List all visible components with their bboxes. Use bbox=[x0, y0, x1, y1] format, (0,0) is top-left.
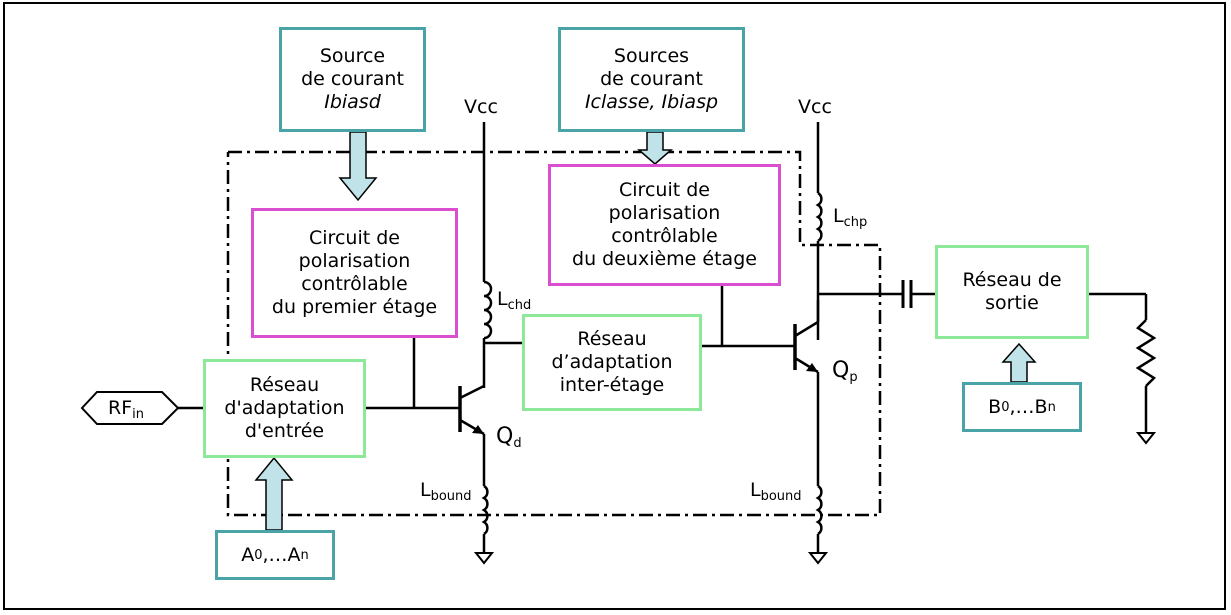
interstage-matching-network: Réseau d’adaptation inter-étage bbox=[522, 314, 702, 411]
lbound2-label: Lbound bbox=[750, 479, 802, 504]
ground-icon bbox=[473, 552, 495, 565]
arrow-ctrl-a bbox=[254, 456, 294, 531]
lbound2-inductor bbox=[815, 484, 823, 536]
current-source-box-2: Sources de courant Iclasse, Ibiasp bbox=[558, 27, 745, 132]
arrow-src2 bbox=[637, 131, 673, 165]
lbound1-inductor bbox=[481, 484, 489, 536]
ground-icon bbox=[807, 552, 829, 565]
arrow-ctrl-b bbox=[1001, 342, 1037, 383]
bias-circuit-stage1: Circuit de polarisation contrôlable du p… bbox=[251, 208, 458, 338]
lchd-label: Lchd bbox=[497, 288, 532, 313]
lchp-inductor bbox=[815, 191, 823, 243]
lchp-label: Lchp bbox=[833, 205, 868, 230]
ground-icon bbox=[1135, 432, 1157, 445]
output-network: Réseau de sortie bbox=[935, 245, 1089, 339]
lbound1-label: Lbound bbox=[420, 479, 472, 504]
bias-circuit-stage2: Circuit de polarisation contrôlable du d… bbox=[548, 164, 781, 286]
input-matching-network: Réseau d'adaptation d'entrée bbox=[203, 359, 366, 458]
rf-in-port bbox=[80, 391, 180, 425]
arrow-src1 bbox=[338, 131, 378, 202]
vcc2-label: Vcc bbox=[798, 96, 832, 118]
current-source-box-1: Source de courant Ibiasd bbox=[279, 27, 426, 132]
qp-label: Qp bbox=[832, 358, 858, 386]
lchd-inductor bbox=[483, 280, 493, 340]
qd-label: Qd bbox=[496, 424, 522, 452]
module-outline-left bbox=[226, 150, 882, 517]
rf-in-label: RFin bbox=[108, 397, 144, 422]
vcc1-label: Vcc bbox=[464, 96, 498, 118]
diagram-frame bbox=[3, 2, 1226, 610]
load-resistor bbox=[1135, 319, 1157, 387]
